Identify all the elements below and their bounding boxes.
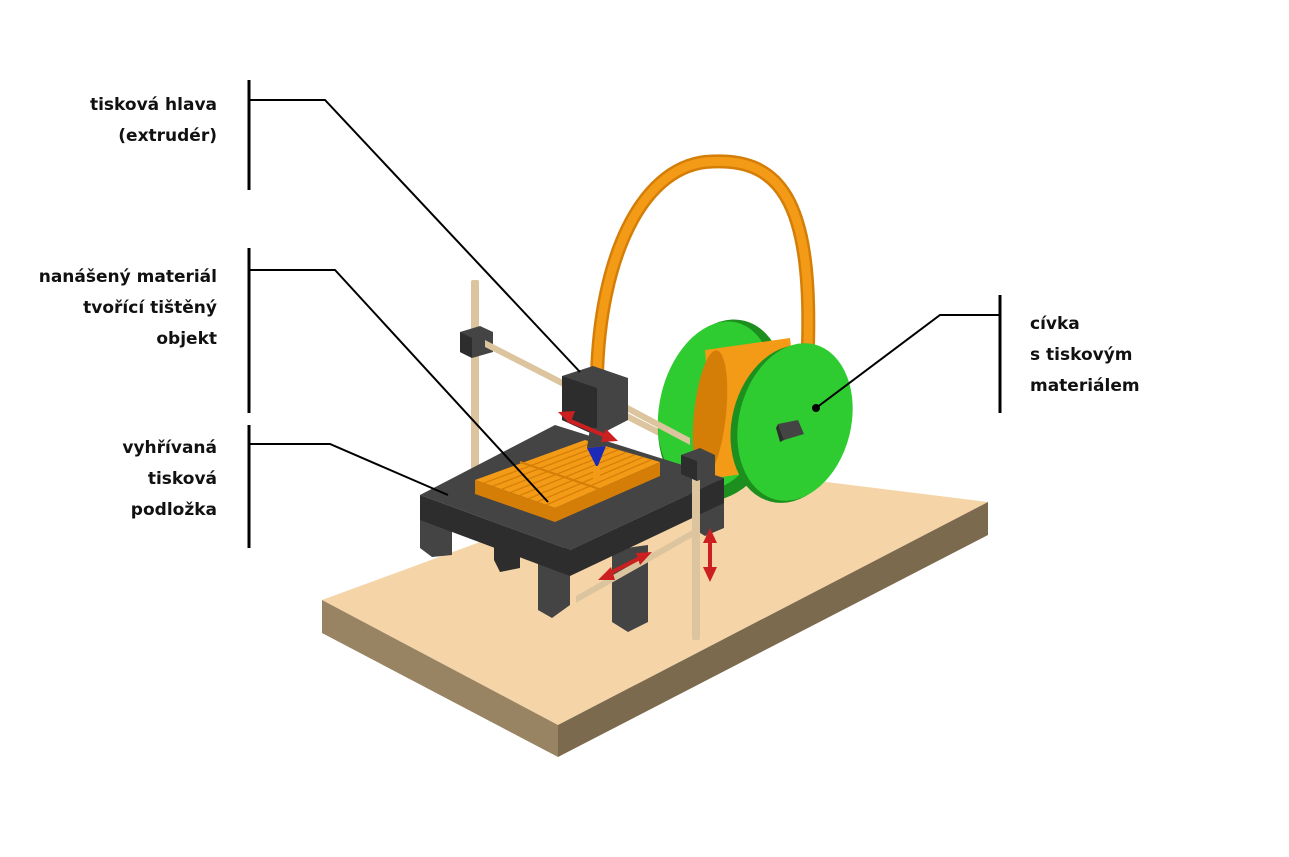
label-bed-line2: tisková xyxy=(147,469,217,489)
label-bed-line3: podložka xyxy=(130,500,217,520)
leader-material xyxy=(249,269,549,503)
label-material-line2: tvořící tištěný xyxy=(83,298,217,318)
spool-front xyxy=(730,343,853,503)
filament-strand xyxy=(483,441,594,484)
printed-object xyxy=(475,440,660,522)
filament-feed xyxy=(590,154,816,382)
left-rod xyxy=(460,280,493,470)
leader-spool xyxy=(815,314,1000,409)
label-print-head-line2: (extrudér) xyxy=(118,126,217,146)
motion-arrows xyxy=(558,411,717,582)
filament-strand xyxy=(519,451,627,497)
callouts xyxy=(247,80,1002,548)
right-bracket-rod xyxy=(576,405,715,640)
label-heated-bed: vyhřívaná tisková podložka xyxy=(122,433,217,526)
leader-head xyxy=(249,99,581,373)
label-spool-line3: materiálem xyxy=(1030,376,1140,396)
filament-strand xyxy=(536,456,644,503)
nozzle xyxy=(587,446,606,480)
label-print-head-line1: tisková hlava xyxy=(89,95,217,115)
leader-bed xyxy=(249,443,449,496)
filament-strand xyxy=(528,454,636,500)
arrow-y xyxy=(607,556,641,576)
slab-groove xyxy=(519,461,606,492)
arrow-x xyxy=(567,418,609,439)
label-deposited-material: nanášený materiál tvořící tištěný objekt xyxy=(39,262,217,355)
label-material-line1: nanášený materiál xyxy=(38,267,217,287)
label-print-head: tisková hlava (extrudér) xyxy=(90,90,217,152)
label-spool-line1: cívka xyxy=(1030,314,1080,334)
label-spool: cívka s tiskovým materiálem xyxy=(1030,309,1140,402)
label-material-line3: objekt xyxy=(156,329,217,349)
label-bed-line1: vyhřívaná xyxy=(122,438,217,458)
filament-strand xyxy=(492,444,602,487)
filament-strand xyxy=(545,459,652,506)
label-spool-line2: s tiskovým xyxy=(1030,345,1133,365)
base-board xyxy=(322,465,988,757)
